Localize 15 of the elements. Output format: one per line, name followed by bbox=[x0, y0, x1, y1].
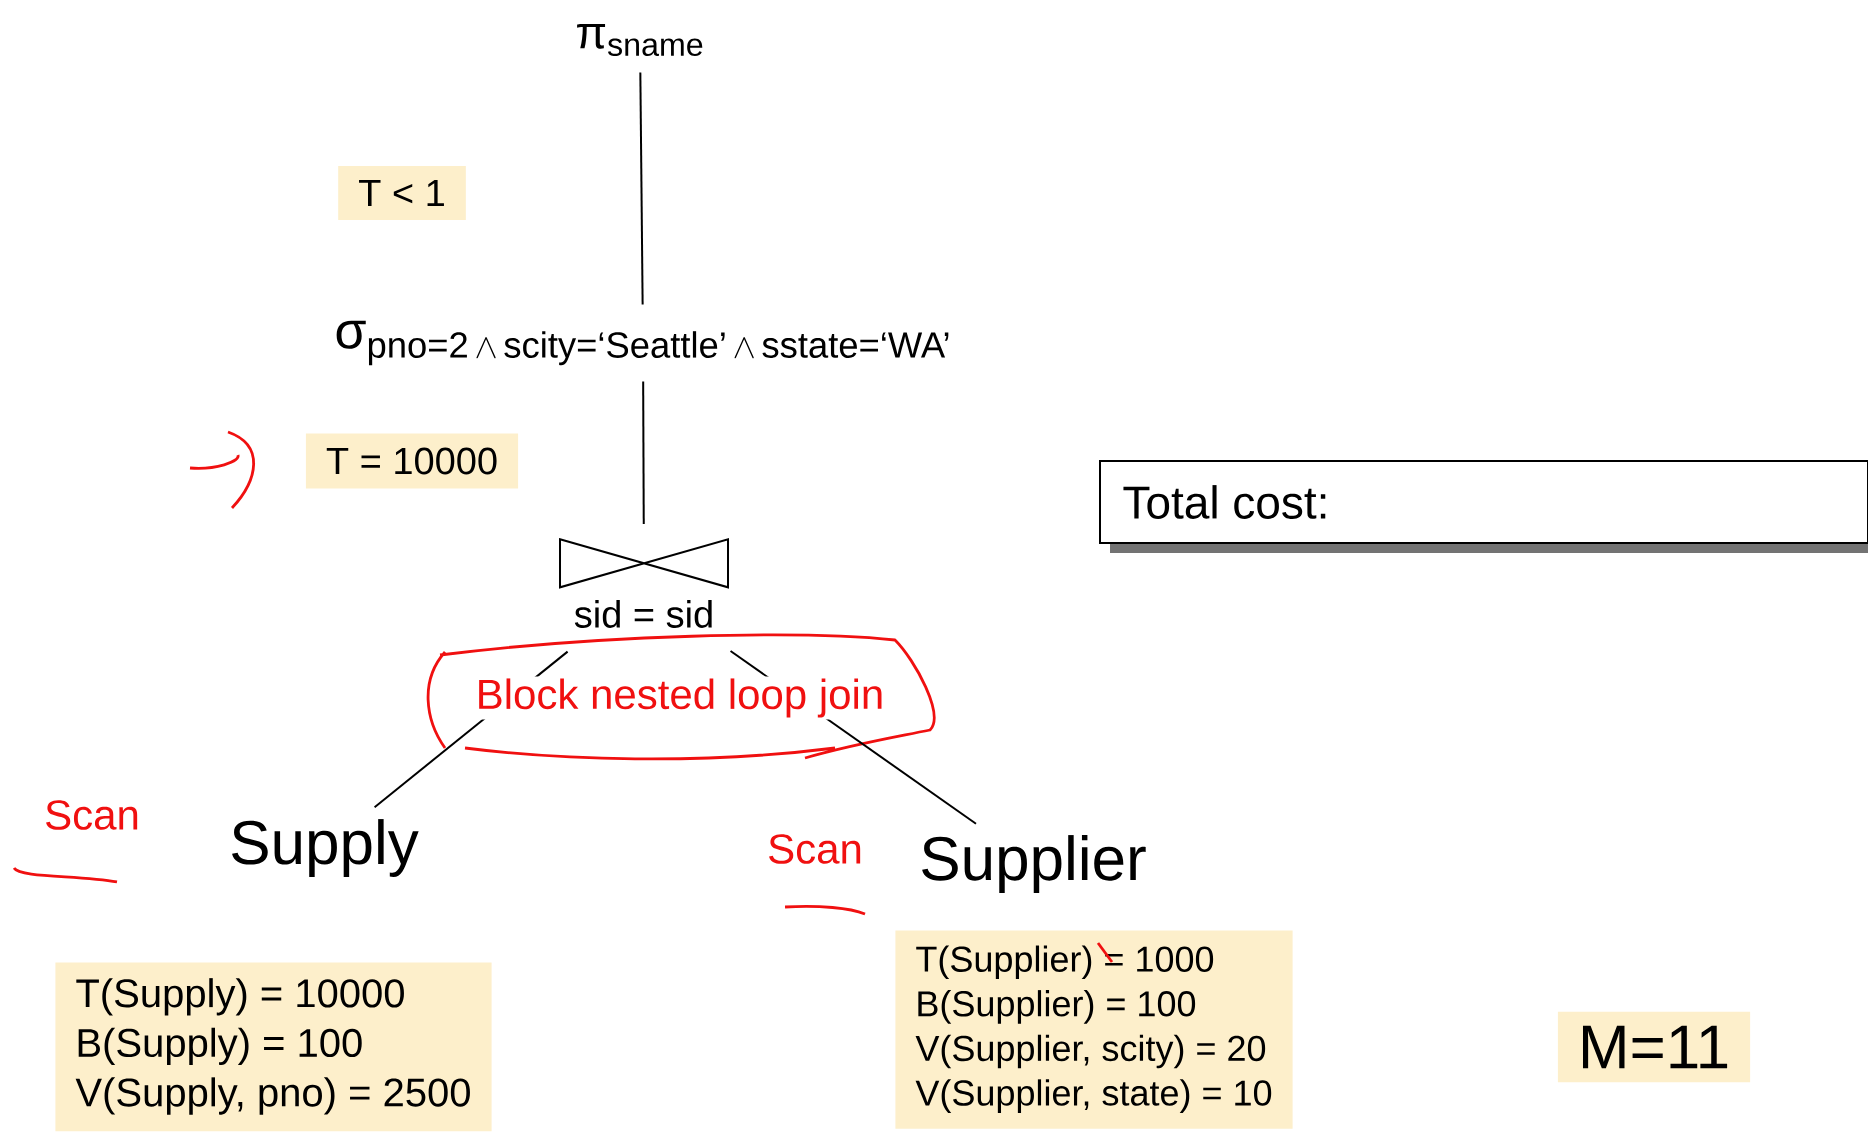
statistics-box: T(Supply) = 10000 B(Supply) = 100 V(Supply, pno) = 2500 bbox=[55, 962, 492, 1132]
annotation-text: Scan bbox=[42, 798, 142, 832]
annotation-text: Block nested loop join bbox=[473, 676, 887, 720]
operator-label: $\text{π}_{\text{sname}}$ bbox=[577, 23, 703, 57]
relation-label: Supplier bbox=[922, 835, 1146, 893]
annotation-text: Scan bbox=[765, 832, 865, 866]
connector-line bbox=[639, 71, 644, 306]
cost-box: Total cost: bbox=[1099, 460, 1868, 553]
statistic-box: T = 10000 bbox=[305, 433, 519, 489]
operator-label: $\text{σ}_{\text{pno=2}\,\wedge\,\text{scity=‘Seattle’}\,\wedge\,\text{sstate=‘WA’}}$ bbox=[336, 320, 949, 366]
connector-line bbox=[642, 380, 645, 525]
statistics-box: T(Supplier) = 1000 B(Supplier) = 100 V(Supplier, scity) = 20 V(Supplier, state) = 10 bbox=[895, 930, 1293, 1129]
statistic-box: M=11 bbox=[1557, 1011, 1751, 1083]
statistic-box: T < 1 bbox=[338, 165, 466, 221]
relation-label: Supply bbox=[232, 819, 419, 877]
